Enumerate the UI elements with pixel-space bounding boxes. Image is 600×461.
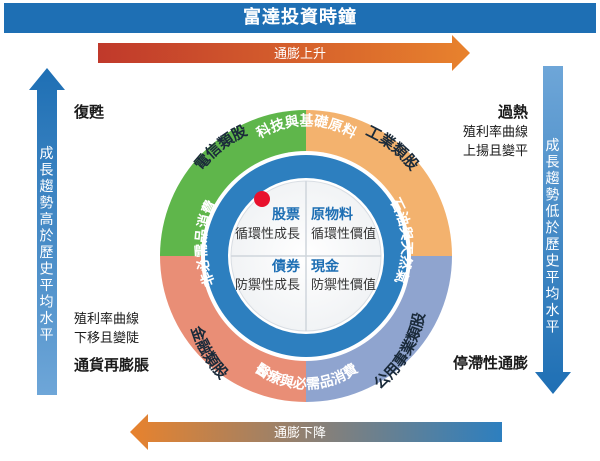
phase-reflation-note-line1: 殖利率曲線 xyxy=(74,312,140,327)
diagram-title: 富達投資時鐘 xyxy=(4,3,596,33)
current-position-marker xyxy=(254,191,270,207)
quadrant-cash-subtitle: 防禦性價值 xyxy=(311,277,376,293)
phase-overheat-title: 過熱 xyxy=(497,103,528,121)
quadrant-bonds-subtitle: 防禦性成長 xyxy=(235,277,300,293)
quadrant-stocks-subtitle: 循環性成長 xyxy=(235,227,300,242)
growth-above-average-label: 成長趨勢高於歷史平均水平 xyxy=(40,146,55,344)
growth-below-average-arrow: 成長趨勢低於歷史平均水平 xyxy=(535,66,571,394)
growth-above-average-arrow: 成長趨勢高於歷史平均水平 xyxy=(29,68,65,395)
quadrant-stocks-title: 股票 xyxy=(272,207,300,223)
inflation-rising-arrow: 通膨上升 xyxy=(98,35,470,71)
phase-overheat-note-line2: 上揚且變平 xyxy=(462,144,528,159)
inflation-falling-label: 通膨下降 xyxy=(274,426,326,441)
quadrant-commodities-title: 原物料 xyxy=(311,206,353,223)
phase-reflation-title: 通貨再膨脹 xyxy=(74,356,150,374)
phase-reflation-note-line2: 下移且變陡 xyxy=(74,331,140,346)
inflation-rising-label: 通膨上升 xyxy=(274,47,326,62)
growth-below-average-label: 成長趨勢低於歷史平均水平 xyxy=(546,138,561,336)
quadrant-commodities-subtitle: 循環性價值 xyxy=(311,226,376,242)
phase-stagflation-title: 停滯性通膨 xyxy=(452,354,528,372)
quadrant-cash-title: 現金 xyxy=(311,258,340,275)
clock-rings xyxy=(160,110,452,402)
phase-overheat-note-line1: 殖利率曲線 xyxy=(462,125,528,140)
inflation-falling-arrow: 通膨下降 xyxy=(130,414,502,450)
quadrant-bonds-title: 債券 xyxy=(271,258,301,275)
phase-recovery-title: 復甦 xyxy=(74,103,105,121)
